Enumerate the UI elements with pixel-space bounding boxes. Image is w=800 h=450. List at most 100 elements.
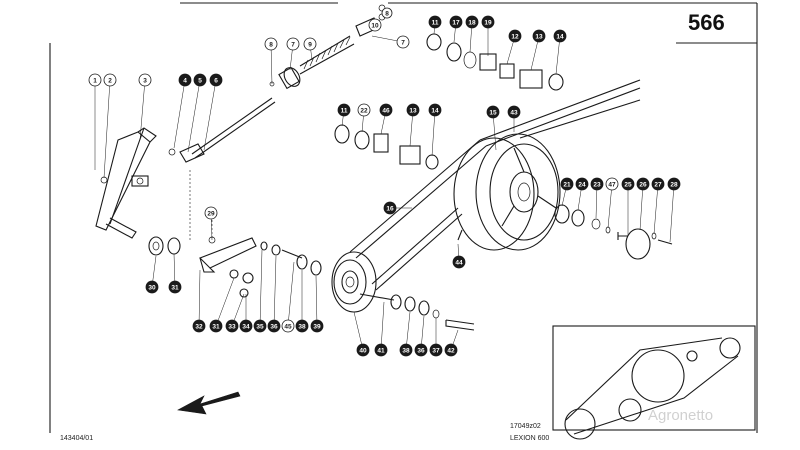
callout-23: 23 xyxy=(590,177,604,191)
callout-15: 15 xyxy=(486,105,500,119)
callout-label: 11 xyxy=(432,19,439,26)
callout-42: 42 xyxy=(444,343,458,357)
callout-33: 33 xyxy=(225,319,239,333)
callout-label: 41 xyxy=(377,347,385,354)
callout-circle xyxy=(636,177,650,191)
callout-14: 14 xyxy=(428,103,442,117)
callout-label: 9 xyxy=(308,41,312,48)
callout-circle xyxy=(303,37,317,51)
callout-18: 18 xyxy=(465,15,479,29)
callout-11: 11 xyxy=(337,103,351,117)
callout-28: 28 xyxy=(667,177,681,191)
callout-34: 34 xyxy=(239,319,253,333)
callout-label: 46 xyxy=(382,107,390,114)
leader-line xyxy=(173,79,186,149)
bearing-stack-mid xyxy=(334,124,439,170)
callout-32: 32 xyxy=(192,319,206,333)
callout-circle xyxy=(553,29,567,43)
callout-circle xyxy=(356,343,370,357)
callout-14: 14 xyxy=(553,29,567,43)
callout-label: 8 xyxy=(269,41,273,48)
callout-label: 38 xyxy=(402,347,410,354)
callout-circle xyxy=(379,103,393,117)
callout-circle xyxy=(508,29,522,43)
callout-circle xyxy=(383,201,397,215)
callout-label: 15 xyxy=(489,109,497,116)
callout-label: 12 xyxy=(511,33,519,40)
callout-circle xyxy=(138,73,152,87)
callout-circle xyxy=(444,343,458,357)
callout-19: 19 xyxy=(481,15,495,29)
page-number: 566 xyxy=(688,10,725,35)
leader-line xyxy=(669,183,675,243)
callout-label: 33 xyxy=(228,323,236,330)
callout-circle xyxy=(575,177,589,191)
callout-circle xyxy=(193,73,207,87)
leader-line xyxy=(187,79,201,153)
callout-label: 10 xyxy=(371,22,379,29)
callout-label: 14 xyxy=(556,33,564,40)
callout-circle xyxy=(337,103,351,117)
callout-circle xyxy=(605,177,619,191)
callout-25: 25 xyxy=(621,177,635,191)
callout-label: 47 xyxy=(608,181,616,188)
leader-line xyxy=(315,275,318,327)
callout-label: 27 xyxy=(654,181,662,188)
callout-label: 8 xyxy=(385,10,389,17)
leader-line xyxy=(607,183,613,229)
callout-circle xyxy=(396,35,410,49)
v-belt xyxy=(349,79,641,291)
callout-circle xyxy=(178,73,192,87)
leader-line xyxy=(270,43,273,85)
spring-assembly xyxy=(269,4,386,90)
callout-circle xyxy=(486,105,500,119)
callout-label: 28 xyxy=(670,181,678,188)
callout-label: 39 xyxy=(313,323,321,330)
callout-label: 37 xyxy=(432,347,440,354)
callout-circle xyxy=(368,18,382,32)
callout-1: 1 xyxy=(88,73,102,87)
callout-circle xyxy=(507,105,521,119)
leader-line xyxy=(431,109,436,157)
callout-label: 21 xyxy=(563,181,571,188)
callout-circle xyxy=(374,343,388,357)
callout-circle xyxy=(295,319,309,333)
callout-24: 24 xyxy=(575,177,589,191)
leader-line xyxy=(273,255,277,327)
callout-label: 32 xyxy=(195,323,203,330)
callout-label: 36 xyxy=(270,323,278,330)
callout-label: 29 xyxy=(207,210,215,217)
callout-11: 11 xyxy=(428,15,442,29)
callout-38: 38 xyxy=(295,319,309,333)
callout-circle xyxy=(310,319,324,333)
callout-43: 43 xyxy=(507,105,521,119)
callout-label: 25 xyxy=(624,181,632,188)
model-name: LEXION 600 xyxy=(510,435,549,442)
callout-8: 8 xyxy=(264,37,278,51)
callout-22: 22 xyxy=(357,103,371,117)
callout-label: 45 xyxy=(284,323,292,330)
callout-circle xyxy=(88,73,102,87)
callout-circle xyxy=(481,15,495,29)
callout-circle xyxy=(286,37,300,51)
callout-label: 42 xyxy=(447,347,455,354)
doc-number: 143404/01 xyxy=(60,435,93,442)
leader-line xyxy=(287,261,295,327)
callout-circle xyxy=(264,37,278,51)
callout-circle xyxy=(192,319,206,333)
callout-label: 2 xyxy=(108,77,112,84)
callout-label: 4 xyxy=(183,77,187,84)
callout-label: 23 xyxy=(593,181,601,188)
leader-line xyxy=(215,277,235,327)
washers-left xyxy=(148,236,322,276)
idler-pulley-small xyxy=(331,251,475,331)
callout-circle xyxy=(532,29,546,43)
callout-21: 21 xyxy=(560,177,574,191)
callout-4: 4 xyxy=(178,73,192,87)
callout-label: 7 xyxy=(291,41,295,48)
callout-35: 35 xyxy=(253,319,267,333)
callout-label: 14 xyxy=(431,107,439,114)
callout-10: 10 xyxy=(368,18,382,32)
